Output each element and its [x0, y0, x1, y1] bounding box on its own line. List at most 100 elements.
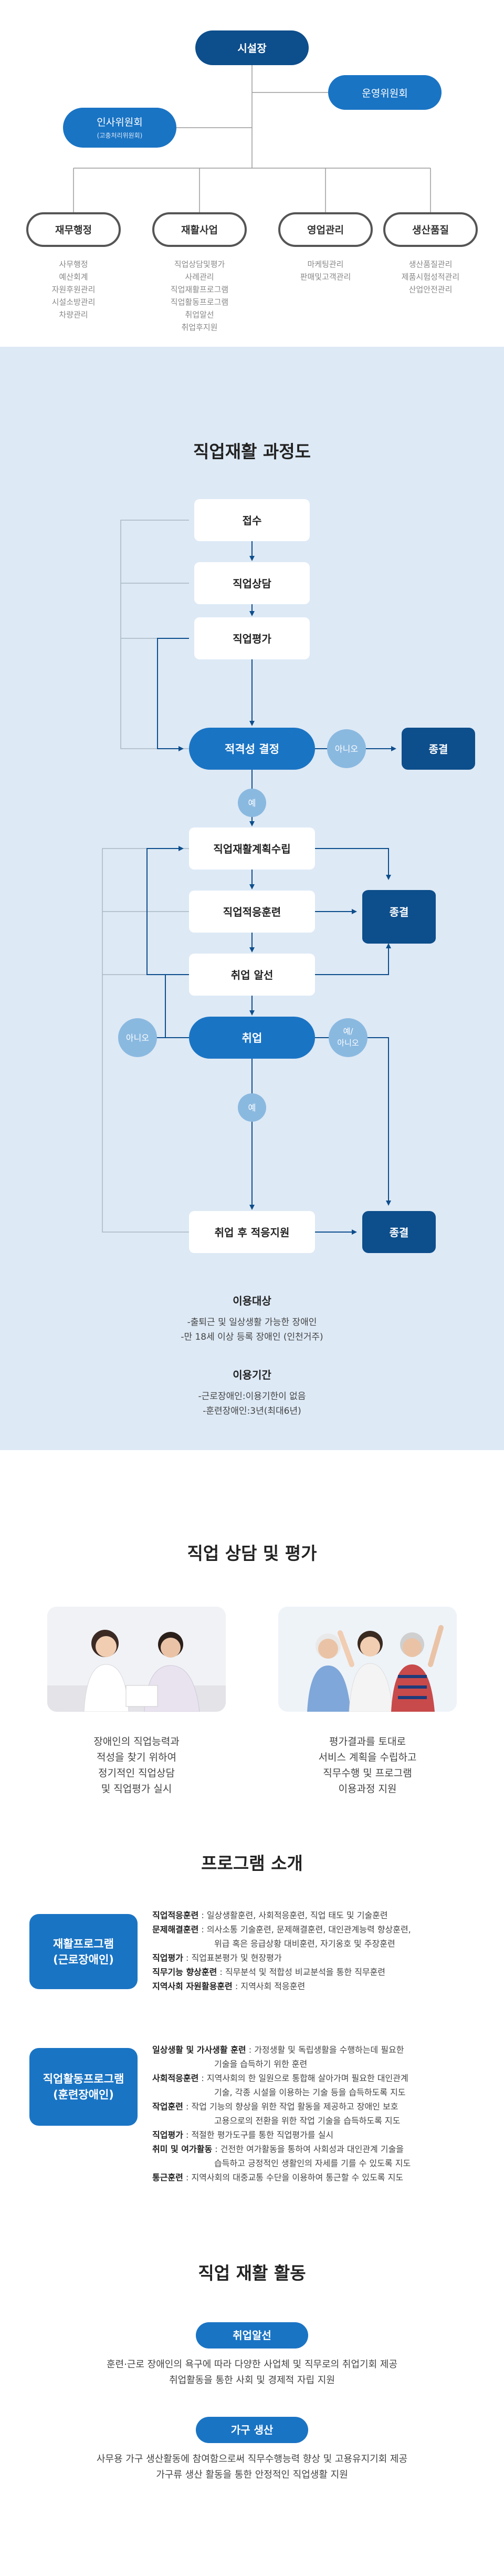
program-row: 직업적응훈련 : 일상생활훈련, 사회적응훈련, 직업 태도 및 기술훈련: [152, 1908, 488, 1922]
org-director: 시설장: [195, 30, 309, 65]
activity-title: 직업 재활 활동: [198, 2263, 306, 2283]
process-flowchart: 접수 직업상담 직업평가 적격성 결정 아니오 종결: [102, 499, 475, 1253]
org-department-item: 직업활동프로그램: [171, 297, 228, 307]
target-item-2: -만 18세 이상 등록 장애인 (인천거주): [181, 1332, 323, 1342]
program-title: 프로그램 소개: [201, 1853, 303, 1874]
org-department-item: 차량관리: [59, 310, 88, 319]
process-node-end-2-label: 종결: [390, 906, 409, 918]
program-badge-rehab: 재활프로그램 (근로장애인): [29, 1914, 138, 1989]
process-node-end-1-label: 종결: [429, 743, 448, 756]
process-node-intake-label: 접수: [243, 514, 262, 527]
org-department-item: 사례관리: [185, 272, 214, 282]
program-row-label: 취미 및 여가활동: [152, 2144, 213, 2154]
org-department-item: 생산품질관리: [409, 260, 453, 269]
process-node-employ: 취업: [189, 1017, 315, 1059]
process-node-consult-label: 직업상담: [233, 577, 271, 590]
program-row-label: 직무기능 향상훈련: [152, 1967, 217, 1977]
program-section: 프로그램 소개 재활프로그램 (근로장애인) 직업적응훈련 : 일상생활훈련, …: [0, 1849, 504, 2238]
org-department-name: 재무행정: [55, 224, 92, 236]
counsel-caption-left-1: 장애인의 직업능력과: [93, 1736, 180, 1747]
program-row-text: : 건전한 여가활동을 통하여 사회성과 대인관계 기술을: [212, 2144, 404, 2154]
process-label-no-1: 아니오: [327, 729, 366, 768]
process-node-adapt-label: 직업적응훈련: [223, 906, 281, 918]
counsel-title: 직업 상담 및 평가: [187, 1543, 317, 1564]
process-node-placement: 취업 알선: [189, 954, 315, 996]
process-node-plan: 직업재활계획수립: [189, 827, 315, 870]
program-row-text: : 작업 기능의 향상을 위한 작업 활동을 제공하고 장애인 보호: [183, 2102, 398, 2112]
program-row-label: 문제해결훈련: [152, 1925, 199, 1934]
process-node-end-3: 종결: [362, 1211, 436, 1253]
program-row-text: : 직무분석 및 적합성 비교분석을 통한 직무훈련: [217, 1967, 386, 1977]
org-department-item: 예산회계: [59, 272, 88, 282]
counsel-caption-right-4: 이용과정 지원: [338, 1783, 397, 1795]
program-row-text: : 직업표본평가 및 현장평가: [183, 1953, 282, 1963]
process-section: 직업재활 과정도: [0, 347, 504, 1450]
program-row: 직무기능 향상훈련 : 직무분석 및 적합성 비교분석을 통한 직무훈련: [152, 1965, 488, 1979]
program-row-text: : 가정생활 및 독립생활을 수행하는데 필요한: [246, 2045, 404, 2055]
counsel-photo-right: [278, 1607, 457, 1712]
org-department-item: 취업후지원: [181, 323, 217, 332]
activity-desc-furniture: 사무용 가구 생산활동에 참여함으로써 직무수행능력 향상 및 고용유지기회 제…: [0, 2451, 504, 2483]
process-node-decision-label: 적격성 결정: [225, 743, 279, 756]
program-row: 작업훈련 : 작업 기능의 향상을 위한 작업 활동을 제공하고 장애인 보호: [152, 2099, 488, 2114]
counsel-caption-left: 장애인의 직업능력과 적성을 찾기 위하여 정기적인 직업상담 및 직업평가 실…: [42, 1734, 231, 1797]
process-node-intake: 접수: [194, 499, 310, 541]
process-label-yes-no-line1: 예/: [343, 1027, 354, 1036]
counsel-caption-right-2: 서비스 계획을 수립하고: [318, 1752, 417, 1763]
process-label-yes-2-text: 예: [248, 1103, 256, 1113]
org-hr-committee: 인사위원회 (고충처리위원회): [63, 108, 176, 148]
period-item-1: -근로장애인:이용기한이 없음: [198, 1391, 306, 1402]
org-hr-committee-label: 인사위원회: [97, 117, 142, 128]
process-node-employ-label: 취업: [242, 1032, 262, 1044]
program-row-label: 직업적응훈련: [152, 1910, 199, 1920]
counsel-caption-left-3: 정기적인 직업상담: [98, 1767, 175, 1779]
org-department-item: 산업안전관리: [409, 285, 453, 294]
org-department-item: 취업알선: [185, 310, 214, 319]
process-info: 이용대상 -출퇴근 및 일상생활 가능한 장애인 -만 18세 이상 등록 장애…: [0, 1292, 504, 1419]
program-row-text: : 지역사회의 한 일원으로 통합해 살아가며 필요한 대인관계: [198, 2073, 408, 2083]
org-department-name: 재활사업: [181, 224, 218, 236]
program-row-label: 직업평가: [152, 2130, 183, 2140]
process-label-no-2: 아니오: [118, 1018, 157, 1057]
period-title: 이용기간: [233, 1369, 271, 1381]
program-row: 일상생활 및 가사생활 훈련 : 가정생활 및 독립생활을 수행하는데 필요한: [152, 2043, 488, 2057]
process-label-yes-1-text: 예: [248, 798, 256, 808]
program-row-label: 일상생활 및 가사생활 훈련: [152, 2045, 246, 2055]
process-node-followup: 취업 후 적응지원: [189, 1211, 315, 1253]
program-row: 직업평가 : 직업표본평가 및 현장평가: [152, 1951, 488, 1965]
org-department-item: 마케팅관리: [307, 260, 343, 269]
program-row: 통근훈련 : 지역사회의 대중교통 수단을 이용하여 통근할 수 있도록 지도: [152, 2170, 488, 2185]
program-badge-activity-line2: (훈련장애인): [53, 2088, 114, 2101]
activity-desc-placement: 훈련·근로 장애인의 욕구에 따라 다양한 사업체 및 직무로의 취업기회 제공…: [0, 2357, 504, 2388]
org-chart: 시설장 운영위원회 인사위원회 (고충처리위원회) 재무행정사무행정예산회계자원…: [26, 30, 478, 332]
counsel-caption-right: 평가결과를 토대로 서비스 계획을 수립하고 직무수행 및 프로그램 이용과정 …: [273, 1734, 462, 1797]
org-department-item: 제품시험성적관리: [402, 272, 459, 282]
process-node-evaluate-label: 직업평가: [233, 633, 271, 645]
program-row-label: 사회적응훈련: [152, 2073, 199, 2083]
process-node-plan-label: 직업재활계획수립: [213, 843, 290, 855]
org-operating-committee-label: 운영위원회: [362, 88, 407, 99]
process-label-yes-2: 예: [238, 1093, 266, 1122]
org-department-name: 생산품질: [412, 224, 449, 236]
activity-pill-placement: 취업알선: [196, 2322, 308, 2349]
program-row-continuation: 기술, 각종 시설을 이용하는 기술 등을 습득하도록 지도: [214, 2087, 406, 2097]
program-row-text: : 지역사회의 대중교통 수단을 이용하여 통근할 수 있도록 지도: [183, 2172, 404, 2182]
org-department-item: 판매및고객관리: [300, 272, 351, 282]
program-row-label: 작업훈련: [152, 2102, 183, 2112]
process-node-consult: 직업상담: [194, 562, 310, 604]
process-label-yes-no-line2: 아니오: [337, 1038, 359, 1048]
program-row-label: 직업평가: [152, 1953, 183, 1963]
program-badge-activity-line1: 직업활동프로그램: [43, 2073, 124, 2085]
program-row: 직업평가 : 적절한 평가도구를 통한 직업평가를 실시: [152, 2128, 488, 2142]
process-title: 직업재활 과정도: [193, 441, 311, 462]
org-director-label: 시설장: [237, 42, 267, 55]
org-department-item: 시설소방관리: [52, 297, 96, 307]
activity-desc-placement-2: 취업활동을 통한 사회 및 경제적 자립 지원: [169, 2375, 335, 2386]
process-connectors: [146, 541, 396, 1235]
program-row-text: : 지역사회 적응훈련: [232, 1981, 306, 1991]
org-department-item: 사무행정: [59, 260, 88, 269]
target-title: 이용대상: [233, 1295, 271, 1307]
